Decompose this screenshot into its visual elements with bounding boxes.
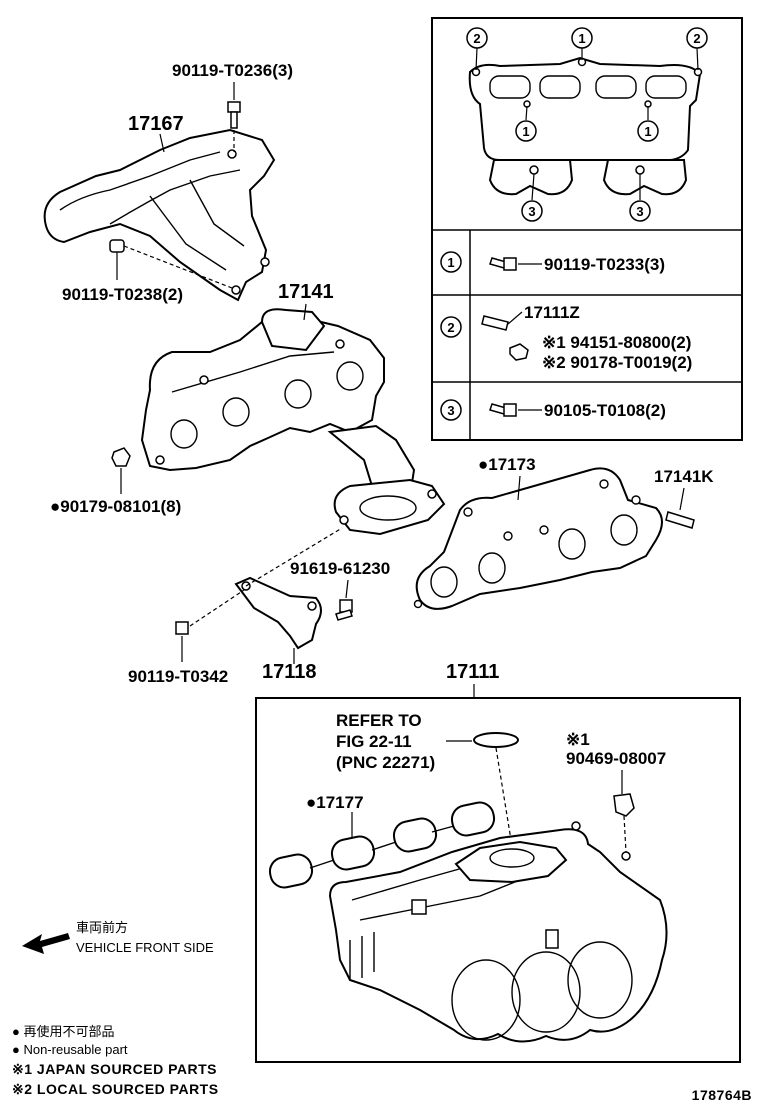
- svg-text:1: 1: [644, 124, 651, 139]
- exhaust-manifold-gasket-17173: [413, 467, 663, 610]
- inset-callout: 2: [466, 27, 488, 49]
- refer-line-1: REFER TO: [336, 711, 422, 730]
- svg-text:90119-T0233(3): 90119-T0233(3): [544, 255, 665, 274]
- vehicle-front-arrow: [22, 933, 70, 954]
- inset-callout: 3: [521, 200, 543, 222]
- bolt-90119-T0342: [175, 621, 189, 662]
- heat-insulator-17167: [43, 128, 276, 302]
- nut-90179-08101: [111, 447, 131, 494]
- legend-nonreusable-en: ● Non-reusable part: [12, 1042, 128, 1057]
- bolt-91619-61230: [335, 579, 353, 621]
- inset-callout: 1: [571, 27, 593, 49]
- stud-17141K: [665, 487, 695, 529]
- exhaust-manifold-17141: [140, 308, 446, 536]
- svg-text:3: 3: [636, 204, 643, 219]
- label-90469-mark: ※1: [566, 730, 590, 749]
- svg-text:1: 1: [447, 255, 454, 270]
- bolt-90119-T0238: [109, 239, 233, 289]
- svg-text:90105-T0108(2): 90105-T0108(2): [544, 401, 666, 420]
- inset-callout: 3: [629, 200, 651, 222]
- inset-manifold-sketch: [468, 56, 703, 196]
- label-90179-08101: ●90179-08101(8): [50, 497, 181, 516]
- label-17141: 17141: [278, 281, 334, 303]
- bolt-location-inset: 2 1 2 1 1 3 3 1 90119-T0233(3) 2 17111Z …: [431, 17, 743, 441]
- label-90119-T0342: 90119-T0342: [128, 667, 228, 686]
- intake-manifold-frame: [255, 697, 741, 1063]
- clip-90469-08007: [613, 770, 635, 853]
- figure-id: 178764B: [692, 1087, 752, 1103]
- label-17167: 17167: [128, 113, 184, 135]
- svg-text:2: 2: [693, 31, 700, 46]
- svg-text:3: 3: [447, 403, 454, 418]
- legend-japan-sourced: ※1 JAPAN SOURCED PARTS: [12, 1061, 217, 1077]
- inset-table-row-3: 3 90105-T0108(2): [440, 399, 666, 421]
- legend-local-sourced: ※2 LOCAL SOURCED PARTS: [12, 1081, 219, 1097]
- label-17118: 17118: [262, 661, 317, 683]
- intake-manifold-gasket-17177: [268, 801, 496, 889]
- inset-callout: 1: [515, 120, 537, 142]
- label-17141K: 17141K: [654, 467, 714, 486]
- refer-line-3: (PNC 22271): [336, 753, 435, 772]
- label-90469-08007: 90469-08007: [566, 749, 666, 768]
- front-label-en: VEHICLE FRONT SIDE: [76, 940, 214, 955]
- legend-nonreusable-jp: ● 再使用不可部品: [12, 1024, 114, 1039]
- refer-line-2: FIG 22-11: [336, 732, 412, 751]
- bolt-90119-T0236: [227, 82, 241, 152]
- svg-text:17111Z: 17111Z: [524, 303, 580, 322]
- inset-table-row-2: 2 17111Z ※1 94151-80800(2) ※2 90178-T001…: [440, 303, 692, 372]
- label-90119-T0238: 90119-T0238(2): [62, 285, 183, 304]
- label-17177: ●17177: [306, 793, 364, 812]
- svg-text:※2 90178-T0019(2): ※2 90178-T0019(2): [542, 353, 692, 372]
- svg-text:1: 1: [522, 124, 529, 139]
- label-17111: 17111: [446, 661, 499, 683]
- intake-manifold-17111: [328, 821, 668, 1043]
- front-label-jp: 車両前方: [76, 920, 128, 935]
- inset-frame: [431, 17, 743, 441]
- label-91619-61230: 91619-61230: [290, 559, 390, 578]
- manifold-stay-17118: [189, 527, 343, 664]
- oring-seal: [473, 732, 519, 748]
- label-17173: ●17173: [478, 455, 536, 474]
- inset-table-row-1: 1 90119-T0233(3): [440, 251, 665, 274]
- label-90119-T0236: 90119-T0236(3): [172, 61, 293, 80]
- inset-callout: 1: [637, 120, 659, 142]
- svg-text:2: 2: [473, 31, 480, 46]
- svg-text:1: 1: [578, 31, 585, 46]
- inset-callout: 2: [686, 27, 708, 49]
- svg-text:2: 2: [447, 320, 454, 335]
- svg-text:※1 94151-80800(2): ※1 94151-80800(2): [542, 333, 691, 352]
- svg-text:3: 3: [528, 204, 535, 219]
